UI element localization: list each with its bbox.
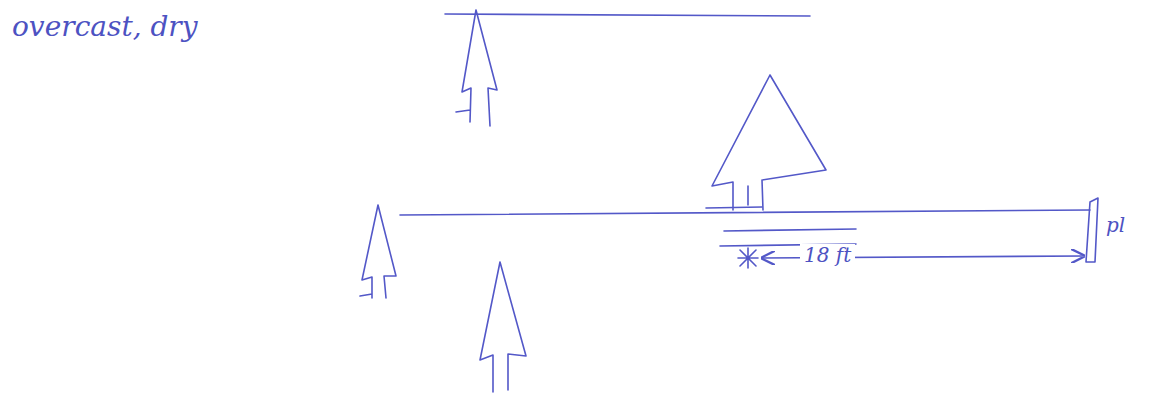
weather-note: overcast, dry: [12, 12, 198, 43]
star-mark: [738, 248, 758, 268]
tree: [712, 75, 826, 210]
dimension-label: 18 ft: [800, 244, 855, 266]
tree: [480, 262, 526, 392]
hatch-lines: [706, 207, 856, 246]
horizon-line: [445, 14, 810, 16]
pole: [1086, 198, 1098, 262]
pole-label: pl: [1106, 214, 1125, 236]
tree: [456, 10, 497, 126]
tree: [360, 205, 396, 298]
road-line: [400, 210, 1090, 215]
